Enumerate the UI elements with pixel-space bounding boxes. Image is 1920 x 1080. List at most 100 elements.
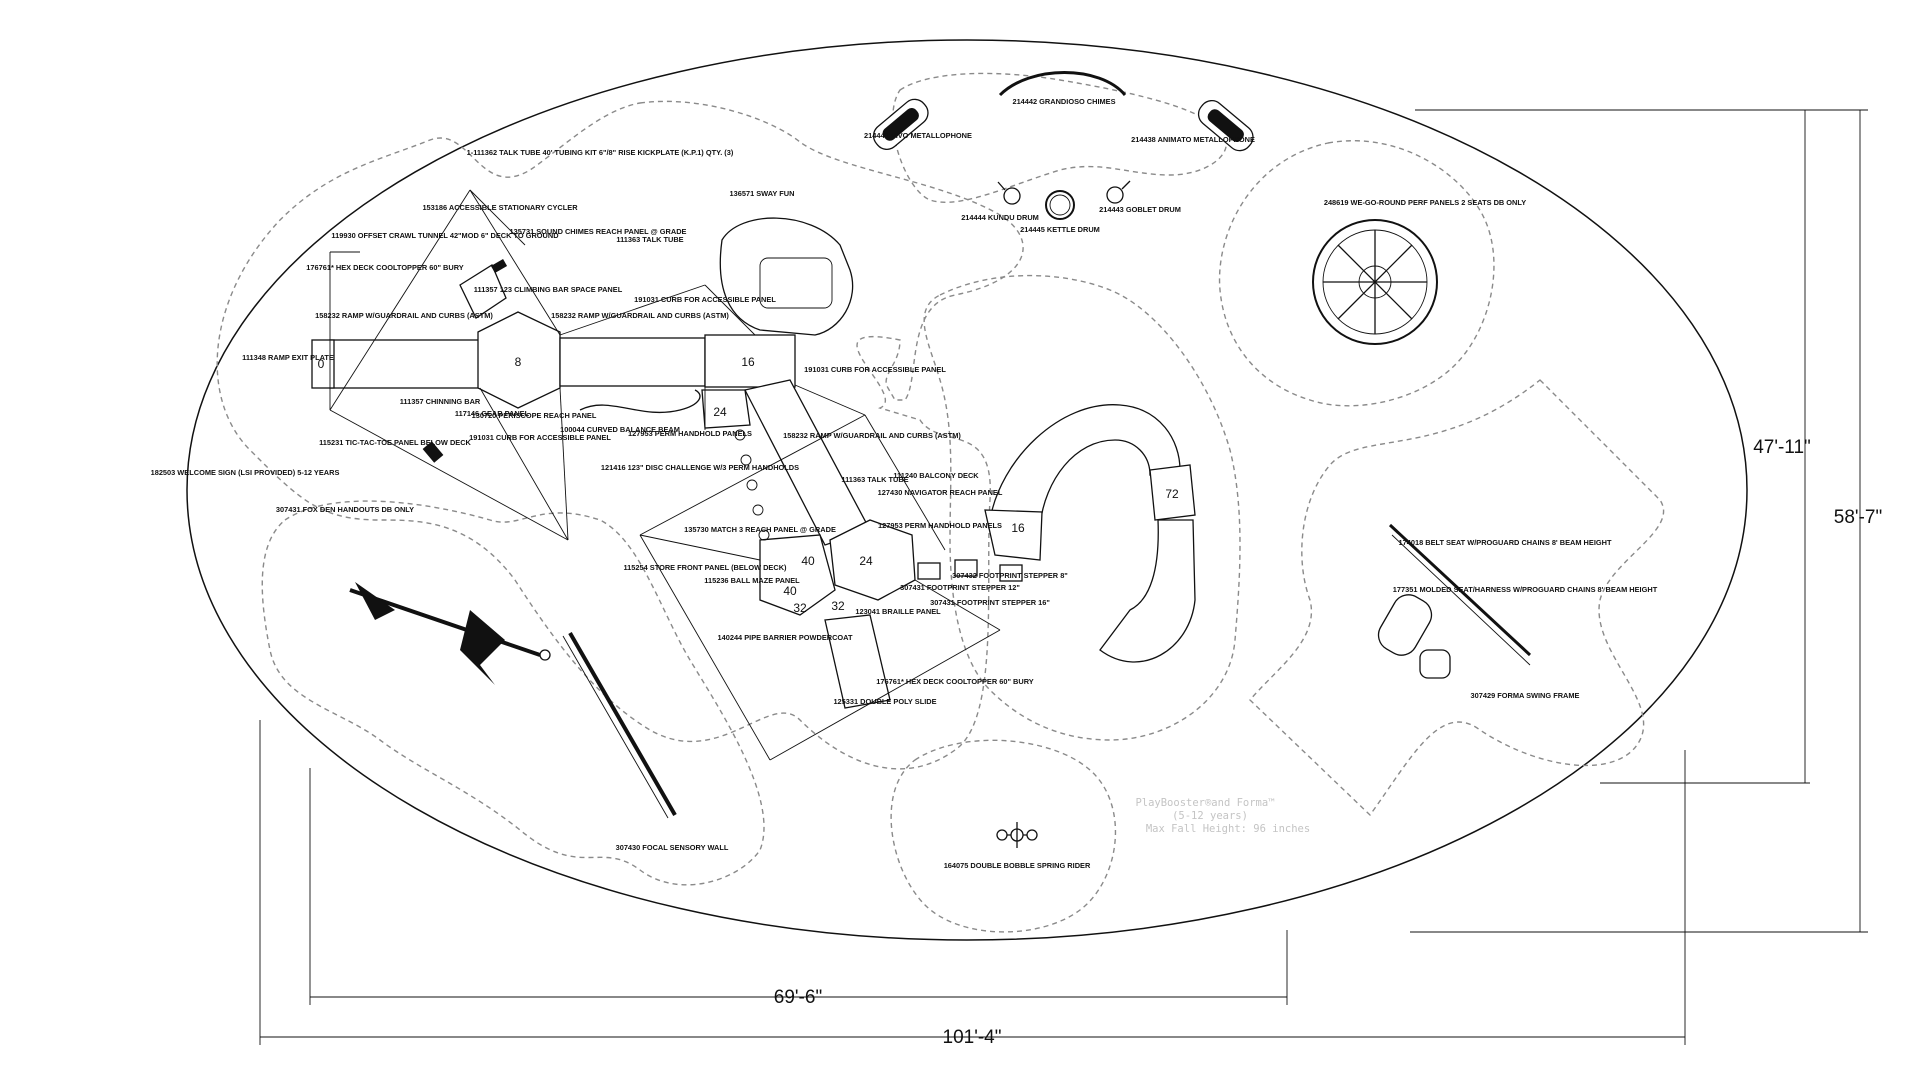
- dim-width-outer: 101'-4": [943, 1027, 1002, 1048]
- label-ramp-guardrail-left: 158232 RAMP W/GUARDRAIL AND CURBS (ASTM): [315, 311, 493, 320]
- label-curb-accessible-2: 191031 CURB FOR ACCESSIBLE PANEL: [804, 365, 946, 374]
- molded-seat: [1419, 649, 1451, 679]
- label-footprint-stepper-12: 307431 FOOTPRINT STEPPER 12": [900, 583, 1020, 592]
- label-curb-accessible-1: 191031 CURB FOR ACCESSIBLE PANEL: [634, 295, 776, 304]
- ramp-middle: [559, 337, 706, 387]
- use-zone-structure: [216, 100, 1024, 770]
- dim-height-outer: 58'-7": [1834, 507, 1882, 528]
- label-hex-deck-left: 176761* HEX DECK COOLTOPPER 60" BURY: [306, 263, 463, 272]
- label-animato-metallophone: 214438 ANIMATO METALLOPHONE: [1131, 135, 1255, 144]
- slide-deck-72: [1149, 464, 1196, 521]
- focal-sensory-wall: [562, 632, 677, 819]
- disc-challenge: [734, 429, 770, 541]
- belt-seat: [1377, 594, 1433, 656]
- double-poly-slide: [824, 614, 891, 709]
- we-go-round: [1312, 219, 1438, 345]
- surfacing-boundary-ellipse: [186, 39, 1748, 941]
- deck-height-label: 0: [318, 357, 325, 371]
- sway-fun: [719, 217, 854, 336]
- label-gear-panel: 117146 GEAR PANEL: [455, 409, 530, 418]
- label-double-poly-slide: 125331 DOUBLE POLY SLIDE: [833, 697, 936, 706]
- label-talk-tube-top: 1-111362 TALK TUBE 40' TUBING KIT 6"/8" …: [467, 148, 734, 157]
- dim-width-inner: 69'-6": [774, 987, 822, 1008]
- deck-height-label: 40: [783, 584, 797, 598]
- label-we-go-round: 248619 WE-GO-ROUND PERF PANELS 2 SEATS D…: [1324, 198, 1526, 207]
- label-pipe-barrier: 140244 PIPE BARRIER POWDERCOAT: [718, 633, 853, 642]
- use-zone-we-go-round: [1218, 140, 1495, 407]
- slide-deck-16: [984, 509, 1043, 561]
- label-goblet-drum: 214443 GOBLET DRUM: [1099, 205, 1181, 214]
- label-ramp-exit-plate: 111348 RAMP EXIT PLATE: [242, 353, 334, 362]
- dimension-lines: [259, 109, 1868, 1045]
- use-zone-spring-rider: [890, 739, 1117, 933]
- footprint-stepper-8: [954, 559, 978, 577]
- label-footprint-stepper-16: 307431 FOOTPRINT STEPPER 16": [930, 598, 1050, 607]
- forma-swing: [1377, 523, 1532, 679]
- dim-height-inner: 47'-11": [1753, 437, 1811, 458]
- label-ramp-guardrail-mid: 158232 RAMP W/GUARDRAIL AND CURBS (ASTM): [551, 311, 729, 320]
- label-talk-tube-2: 111363 TALK TUBE: [841, 475, 908, 484]
- label-sway-fun: 136571 SWAY FUN: [730, 189, 795, 198]
- deck-height-label: 40: [801, 554, 815, 568]
- label-perm-handhold-panels-2: 127953 PERM HANDHOLD PANELS: [878, 521, 1002, 530]
- deck-height-label: 16: [741, 355, 755, 369]
- label-focal-sensory-wall: 307430 FOCAL SENSORY WALL: [616, 843, 729, 852]
- label-curved-balance-beam: 100044 CURVED BALANCE BEAM: [560, 425, 680, 434]
- deck-height-label: 32: [831, 599, 845, 613]
- label-braille-panel: 123041 BRAILLE PANEL: [855, 607, 941, 616]
- label-belt-seat: 174018 BELT SEAT W/PROGUARD CHAINS 8' BE…: [1399, 538, 1612, 547]
- watermark-line-3: Max Fall Height: 96 inches: [1146, 823, 1310, 835]
- use-zones: [216, 72, 1665, 933]
- label-sound-chimes-panel: 135731 SOUND CHIMES REACH PANEL @ GRADE: [510, 227, 687, 236]
- label-offset-crawl-tunnel: 119930 OFFSET CRAWL TUNNEL 42"MOD 6" DEC…: [331, 231, 559, 240]
- label-forma-swing-frame: 307429 FORMA SWING FRAME: [1471, 691, 1580, 700]
- deck-height-label: 24: [859, 554, 873, 568]
- kettle-drum: [1045, 190, 1075, 220]
- label-accessible-cycler: 153186 ACCESSIBLE STATIONARY CYCLER: [422, 203, 578, 212]
- animato-metallophone: [1197, 100, 1254, 152]
- label-grandioso-chimes: 214442 GRANDIOSO CHIMES: [1012, 97, 1115, 106]
- label-hex-deck-right: 176761* HEX DECK COOLTOPPER 60" BURY: [876, 677, 1033, 686]
- label-molded-seat: 177351 MOLDED SEAT/HARNESS W/PROGUARD CH…: [1393, 585, 1658, 594]
- label-climbing-bar-space-panel: 111357 123 CLIMBING BAR SPACE PANEL: [474, 285, 623, 294]
- vivo-metallophone: [872, 98, 929, 150]
- label-chinning-bar: 111357 CHINNING BAR: [400, 397, 481, 406]
- label-perm-handhold-panels-1: 127953 PERM HANDHOLD PANELS: [628, 429, 752, 438]
- curved-balance-beam: [579, 389, 701, 414]
- use-zone-instruments: [892, 72, 1227, 203]
- spring-rider: [996, 822, 1038, 848]
- label-fox-den-handouts: 307431 FOX DEN HANDOUTS DB ONLY: [276, 505, 414, 514]
- label-tic-tac-toe: 115231 TIC-TAC-TOE PANEL BELOW DECK: [319, 438, 471, 447]
- label-talk-tube-1: 111363 TALK TUBE: [616, 235, 683, 244]
- deck-16: [704, 334, 796, 388]
- kundu-drum: [997, 181, 1021, 205]
- label-kettle-drum: 214445 KETTLE DRUM: [1020, 225, 1100, 234]
- label-ball-maze-panel: 115236 BALL MAZE PANEL: [704, 576, 800, 585]
- label-navigator-panel: 127430 NAVIGATOR REACH PANEL: [878, 488, 1003, 497]
- tube-slide: [984, 404, 1196, 663]
- deck-24-left: [701, 389, 751, 429]
- label-periscope-panel: 130720 PERISCOPE REACH PANEL: [472, 411, 597, 420]
- label-disc-challenge: 121416 123" DISC CHALLENGE W/3 PERM HAND…: [601, 463, 799, 472]
- footprint-stepper-12: [917, 562, 941, 580]
- deck-height-label: 24: [713, 405, 727, 419]
- label-store-front-panel: 115254 STORE FRONT PANEL (BELOW DECK): [623, 563, 787, 572]
- label-match3-panel: 135730 MATCH 3 REACH PANEL @ GRADE: [684, 525, 836, 534]
- fox-den: [349, 582, 551, 685]
- label-footprint-stepper-8: 307432 FOOTPRINT STEPPER 8": [952, 571, 1068, 580]
- use-zone-fox-den: [261, 500, 765, 886]
- watermark-line-1: PlayBooster®and Forma™: [1135, 797, 1274, 809]
- product-watermark: PlayBooster®and Forma™ (5-12 years) Max …: [1135, 797, 1310, 835]
- component-labels: 1-111362 TALK TUBE 40' TUBING KIT 6"/8" …: [151, 97, 1658, 870]
- goblet-drum: [1106, 180, 1131, 204]
- deck-height-label: 16: [1011, 521, 1025, 535]
- label-welcome-sign: 182503 WELCOME SIGN (LSI PROVIDED) 5-12 …: [151, 468, 340, 477]
- play-structure: [311, 189, 1023, 761]
- deck-height-label: 32: [793, 601, 807, 615]
- crawl-tunnel: [459, 264, 507, 319]
- use-zone-swing: [1249, 379, 1665, 817]
- deck-40-cluster: [759, 534, 836, 616]
- watermark-line-2: (5-12 years): [1172, 810, 1248, 822]
- ramp-left: [329, 339, 481, 389]
